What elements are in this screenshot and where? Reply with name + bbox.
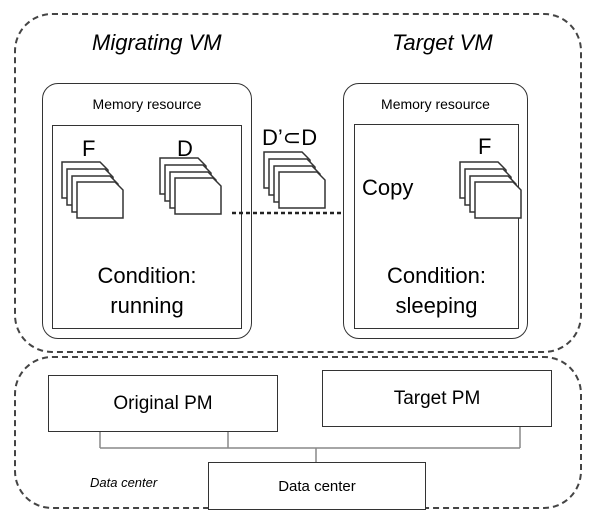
subset-label: D’⊂D [262, 125, 318, 150]
target-memory-box [354, 124, 519, 329]
migrating-f-pages-icon [61, 161, 124, 219]
target-condition-state: sleeping [395, 293, 478, 318]
target-condition-title: Condition: [386, 263, 487, 288]
target-pm-box [322, 370, 552, 427]
data-center-caption: Data center [90, 475, 158, 490]
migrating-page-group-f-label: F [82, 136, 96, 161]
data-center-box-label: Data center [278, 478, 356, 495]
target-pm-label: Target PM [393, 388, 481, 409]
migrating-page-group-d-label: D [177, 136, 193, 161]
original-pm-label: Original PM [113, 393, 213, 414]
original-pm-box [48, 375, 278, 432]
migrating-condition-state: running [110, 293, 184, 318]
migrating-memory-label: Memory resource [92, 96, 202, 112]
migrating-vm-title: Migrating VM [92, 30, 222, 55]
migrating-memory-box [52, 125, 242, 329]
vm-region [14, 13, 582, 353]
copy-label: Copy [362, 175, 414, 200]
transfer-pages-icon [263, 151, 326, 209]
migrating-condition-title: Condition: [97, 263, 197, 288]
target-f-pages-icon [459, 161, 522, 219]
target-vm-title: Target VM [392, 30, 493, 55]
target-page-group-f-label: F [478, 134, 492, 159]
data-center-box [208, 462, 426, 510]
target-memory-label: Memory resource [381, 96, 490, 112]
migrating-d-pages-icon [159, 157, 222, 215]
